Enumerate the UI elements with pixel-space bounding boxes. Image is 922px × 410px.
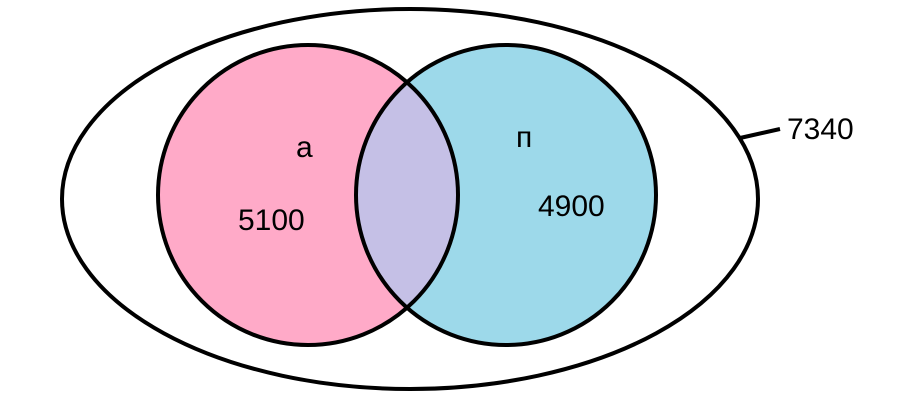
total-leader-line: [739, 127, 781, 140]
set-a-outline: [156, 43, 460, 347]
intersection-region: [356, 45, 458, 345]
set-b-letter: п: [516, 121, 532, 154]
universe-total: 7340: [787, 113, 854, 146]
set-b-count: 4900: [538, 190, 605, 223]
set-a-letter: а: [296, 131, 313, 164]
set-a-count: 5100: [238, 204, 305, 237]
set-b-outline: [354, 43, 658, 347]
